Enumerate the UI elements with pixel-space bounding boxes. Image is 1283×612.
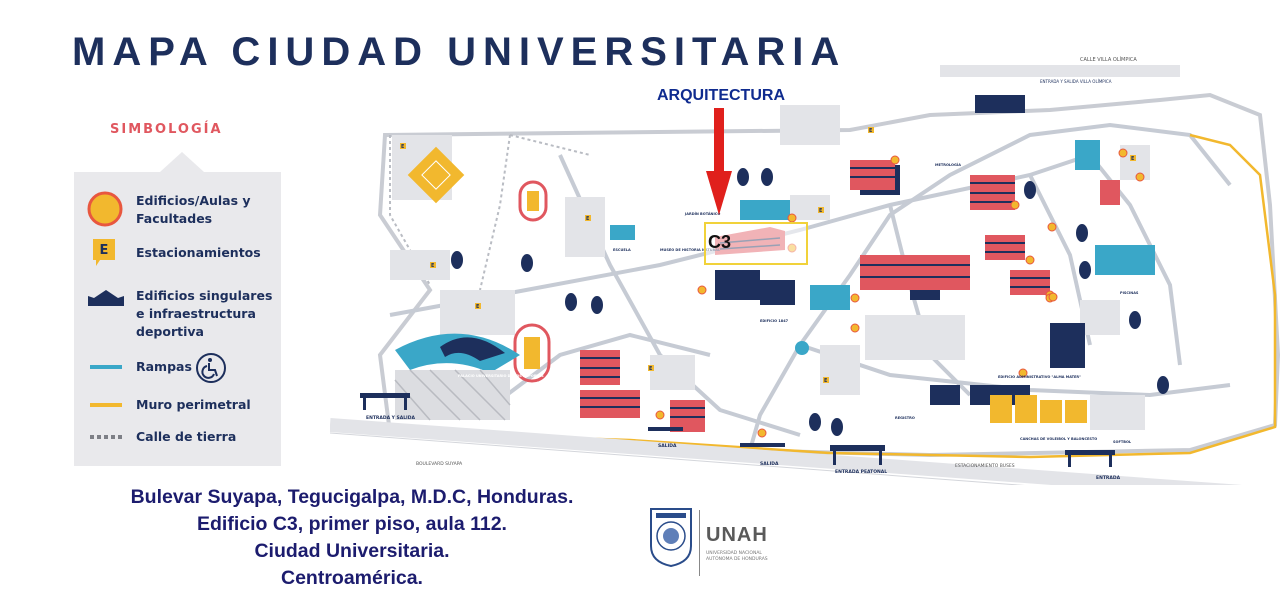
address-line-1: Bulevar Suyapa, Tegucigalpa, M.D.C, Hond… bbox=[130, 486, 574, 508]
buildings-teal bbox=[610, 140, 1155, 310]
legend-item-dirt-road: Calle de tierra bbox=[136, 429, 237, 444]
svg-text:E: E bbox=[100, 243, 109, 258]
parking-markers: E E E E E E E E E bbox=[400, 127, 1136, 384]
boulevard bbox=[330, 418, 1243, 485]
trees bbox=[451, 168, 1169, 436]
label-entrada-salida-left: ENTRADA Y SALIDA bbox=[366, 415, 415, 421]
unah-logo-text: UNAH bbox=[706, 524, 768, 546]
svg-text:E: E bbox=[586, 216, 590, 222]
svg-text:E: E bbox=[1131, 156, 1135, 162]
address-block: Bulevar Suyapa, Tegucigalpa, M.D.C, Hond… bbox=[52, 484, 652, 592]
arquitectura-label: ARQUITECTURA bbox=[657, 87, 785, 104]
legend-item-wall: Muro perimetral bbox=[136, 397, 251, 412]
svg-text:E: E bbox=[476, 304, 480, 310]
legend-item-parking: Estacionamientos bbox=[136, 245, 261, 260]
perimeter-wall bbox=[409, 133, 1277, 459]
label-salida-2: SALIDA bbox=[760, 461, 779, 467]
dirt-road-icon bbox=[90, 435, 122, 439]
c3-highlight-box bbox=[704, 222, 808, 265]
gates bbox=[360, 393, 1115, 467]
svg-text:E: E bbox=[869, 128, 873, 134]
label-jardin: JARDÍN BOTÁNICO bbox=[684, 211, 720, 216]
parking-e-icon: E bbox=[93, 239, 115, 266]
page-title: MAPA CIUDAD UNIVERSITARIA bbox=[72, 30, 847, 74]
label-museo: MUSEO DE HISTORIA NATURAL bbox=[660, 248, 721, 252]
wheelchair-icon bbox=[196, 353, 226, 383]
label-metrologia: METROLOGÍA bbox=[935, 162, 961, 167]
campus-map: CALLE VILLA OLÍMPICA E E bbox=[330, 56, 1281, 485]
parking-strip-top bbox=[940, 65, 1180, 77]
svg-text:E: E bbox=[819, 208, 823, 214]
address-line-4: Centroamérica. bbox=[281, 567, 423, 589]
label-entrada-peatonal: ENTRADA PEATONAL bbox=[835, 469, 887, 475]
running-tracks bbox=[513, 180, 551, 383]
legend-panel: Edificios/Aulas y Facultades E Estaciona… bbox=[74, 172, 281, 466]
arquitectura-arrow bbox=[706, 108, 732, 215]
perimeter-wall-icon bbox=[90, 403, 122, 407]
buildings-striped bbox=[580, 160, 1120, 432]
legend-item-buildings: Edificios/Aulas y Facultades bbox=[136, 193, 251, 226]
legend-title: SIMBOLOGÍA bbox=[110, 122, 223, 137]
unah-logo-subtitle: UNIVERSIDAD NACIONAL AUTÓNOMA DE HONDURA… bbox=[706, 551, 768, 562]
svg-text:E: E bbox=[401, 144, 405, 150]
sports-courts bbox=[990, 395, 1087, 423]
special-building-icon bbox=[88, 290, 124, 306]
svg-text:E: E bbox=[431, 263, 435, 269]
label-softbol: SOFTBOL bbox=[1113, 440, 1132, 444]
label-escuela: ESCUELA bbox=[613, 248, 631, 252]
label-boulevard: BOULEVARD SUYAPA bbox=[416, 461, 463, 467]
label-entrada-salida-top: ENTRADA Y SALIDA VILLA OLÍMPICA bbox=[1040, 79, 1112, 84]
label-palacio: PALACIO UNIVERSITARIO DE LOS DEPORTES bbox=[458, 374, 544, 378]
svg-text:E: E bbox=[824, 378, 828, 384]
building-markers bbox=[655, 148, 1145, 438]
label-edificio-1847: EDIFICIO 1847 bbox=[760, 319, 789, 323]
logo-separator bbox=[699, 510, 700, 576]
c3-label: C3 bbox=[708, 232, 732, 252]
svg-text:E: E bbox=[649, 366, 653, 372]
label-estacionamiento-buses: ESTACIONAMIENTO BUSES bbox=[955, 463, 1015, 469]
unah-seal-icon bbox=[650, 508, 692, 568]
address-line-2: Edificio C3, primer piso, aula 112. bbox=[197, 513, 507, 535]
label-salida-1: SALIDA bbox=[658, 443, 677, 449]
label-alma-mater: EDIFICIO ADMINISTRATIVO "ALMA MATER" bbox=[998, 375, 1081, 379]
label-registro: REGISTRO bbox=[895, 416, 915, 420]
address-line-3: Ciudad Universitaria. bbox=[254, 540, 450, 562]
ramp-icon bbox=[90, 365, 122, 369]
palacio-deportes bbox=[394, 333, 520, 421]
roundabout bbox=[795, 341, 809, 355]
label-canchas: CANCHAS DE VOLEIBOL Y BALONCESTO bbox=[1020, 437, 1097, 441]
legend-item-ramps: Rampas bbox=[136, 359, 192, 374]
label-entrada-right: ENTRADA bbox=[1096, 475, 1121, 481]
calle-villa-olimpica-label: CALLE VILLA OLÍMPICA bbox=[1080, 56, 1137, 63]
legend-item-special: Edificios singulares e infraestructura d… bbox=[136, 288, 273, 339]
legend-notch bbox=[160, 152, 204, 172]
label-piscinas: PISCINAS bbox=[1120, 291, 1139, 295]
building-circle-icon bbox=[87, 191, 123, 227]
